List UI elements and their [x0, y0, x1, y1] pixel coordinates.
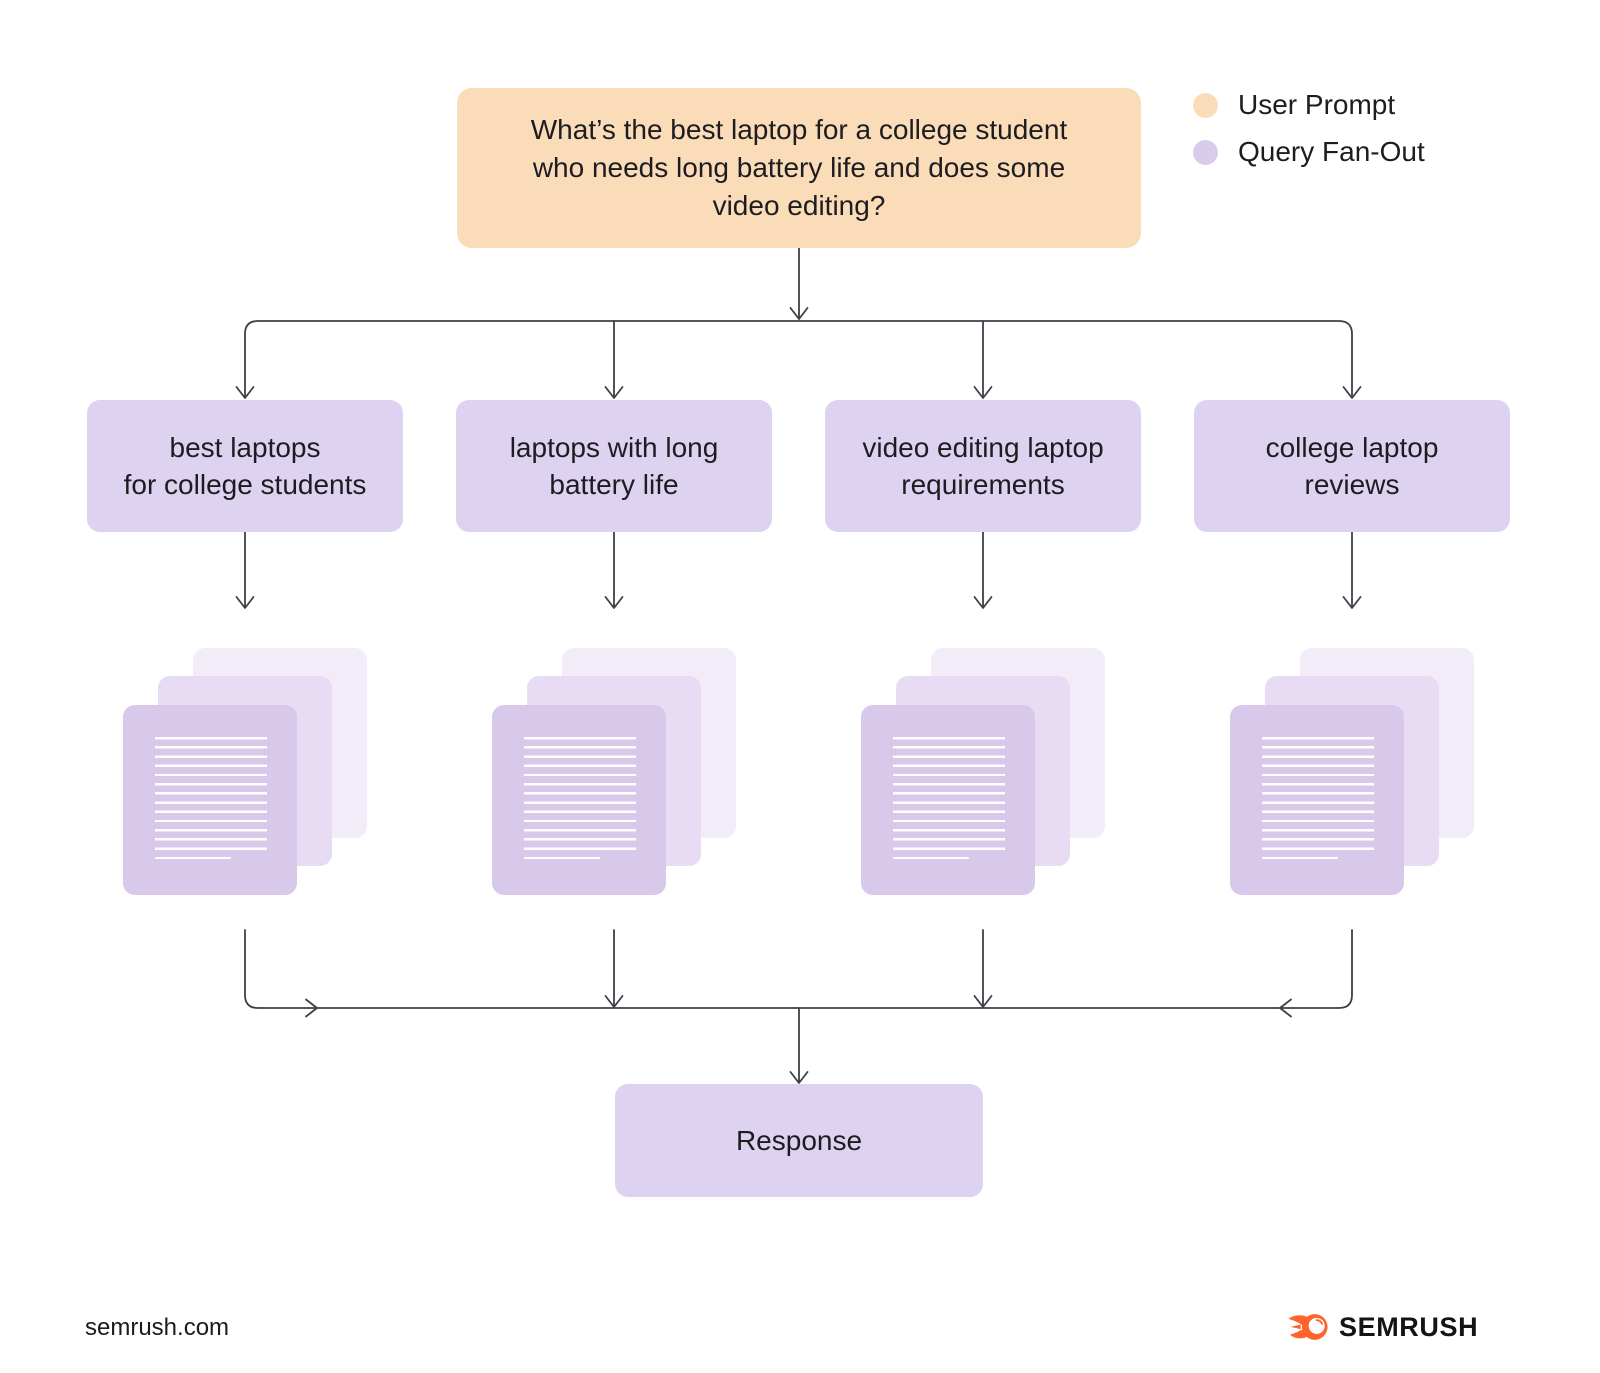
- document-text-line-short: [524, 857, 600, 860]
- query-node-1: best laptops for college students: [87, 400, 403, 532]
- arrowhead-prompt-to-bus: [789, 307, 809, 320]
- query-node-4-label: college laptop reviews: [1265, 432, 1439, 500]
- document-page-front: [492, 705, 666, 895]
- document-text-lines: [524, 737, 636, 850]
- arrowhead-query-3: [973, 386, 993, 399]
- query-node-2-label: laptops with long battery life: [509, 432, 719, 500]
- arrow-query4-to-docs: [1342, 531, 1362, 609]
- semrush-flame-icon: [1288, 1314, 1328, 1340]
- query-node-3: video editing laptop requirements: [825, 400, 1141, 532]
- legend-label-user-prompt: User Prompt: [1238, 89, 1396, 120]
- merge-drop-3: [973, 929, 993, 1008]
- legend: User Prompt Query Fan-Out: [1193, 89, 1425, 167]
- query-fanout-legend-dot-icon: [1193, 139, 1218, 165]
- document-page-front: [1230, 705, 1404, 895]
- document-text-line-short: [155, 857, 231, 860]
- arrow-query2-to-docs: [604, 531, 624, 609]
- response-node: Response: [615, 1084, 983, 1197]
- arrow-query3-to-docs: [973, 531, 993, 609]
- brand-name-text: SEMRUSH: [1339, 1311, 1479, 1342]
- merge-drop-2: [604, 929, 624, 1008]
- document-text-lines: [893, 737, 1005, 850]
- document-text-lines: [1262, 737, 1374, 850]
- user-prompt-node: What’s the best laptop for a college stu…: [457, 88, 1141, 248]
- query-node-2: laptops with long battery life: [456, 400, 772, 532]
- document-text-line-short: [893, 857, 969, 860]
- arrowhead-query-4: [1342, 386, 1362, 399]
- legend-label-query-fanout: Query Fan-Out: [1238, 136, 1425, 167]
- arrowhead-merge-right: [1279, 998, 1292, 1018]
- user-prompt-text: What’s the best laptop for a college stu…: [530, 114, 1068, 221]
- legend-item-user-prompt: User Prompt: [1193, 89, 1425, 120]
- arrow-bus-to-response: [789, 1007, 809, 1084]
- arrowhead-merge-left: [305, 998, 318, 1018]
- arrowhead-query-2: [604, 386, 624, 399]
- legend-item-query-fanout: Query Fan-Out: [1193, 136, 1425, 167]
- fanout-bus-line: [244, 320, 1353, 398]
- document-page-front: [123, 705, 297, 895]
- document-stack-icon-4: [1230, 648, 1474, 895]
- document-text-lines: [155, 737, 267, 850]
- arrowhead-query-1: [235, 386, 255, 399]
- document-stack-icon-3: [861, 648, 1105, 895]
- site-url-text: semrush.com: [85, 1314, 230, 1341]
- arrow-query1-to-docs: [235, 531, 255, 609]
- document-page-front: [861, 705, 1035, 895]
- document-stack-icon-1: [123, 648, 367, 895]
- user-prompt-legend-dot-icon: [1193, 92, 1218, 118]
- query-node-4: college laptop reviews: [1194, 400, 1510, 532]
- query-node-1-label: best laptops for college students: [123, 432, 367, 500]
- document-text-line-short: [1262, 857, 1338, 860]
- semrush-logo: SEMRUSH: [1288, 1312, 1478, 1342]
- merge-bus-line: [244, 929, 1353, 1009]
- document-stack-icon-2: [492, 648, 736, 895]
- response-node-label: Response: [735, 1125, 863, 1156]
- query-node-3-label: video editing laptop requirements: [862, 432, 1104, 500]
